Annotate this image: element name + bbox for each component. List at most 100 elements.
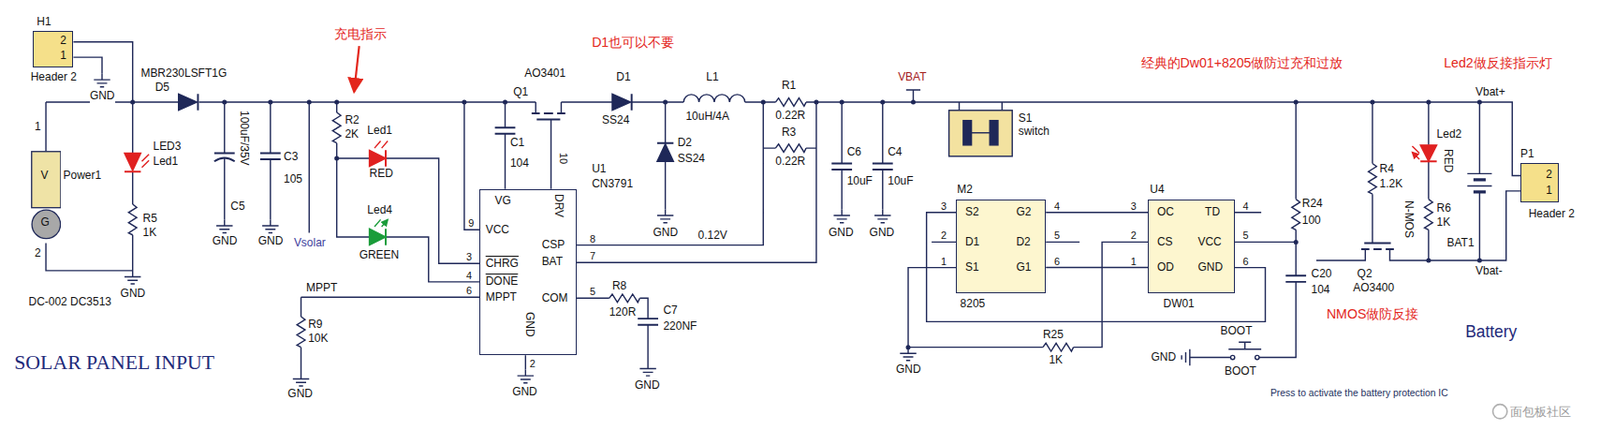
part-label: SS24	[677, 152, 705, 166]
pin-number: 6	[1243, 256, 1249, 267]
switch-symbol	[963, 120, 972, 146]
part-label: GREEN	[359, 249, 400, 263]
junction-dot	[130, 100, 135, 105]
part-label: 0.12V	[698, 229, 728, 243]
note-text: Press to activate the battery protection…	[1270, 387, 1449, 399]
part-label: Vbat+	[1475, 86, 1506, 100]
pin-number: 3	[940, 201, 947, 212]
part-label: N-MOS	[1401, 200, 1415, 238]
watermark-logo	[1493, 404, 1508, 419]
pin-name: 1	[1545, 184, 1553, 198]
part-label: R8	[612, 279, 627, 294]
ic-box: VGVCCCHRGDONEMPPTDRVCSPBATCOMGND	[479, 189, 577, 356]
dc-jack: VG	[30, 150, 62, 243]
part-label: GND	[1150, 351, 1176, 365]
part-label: 104	[510, 157, 529, 171]
pin-name: D1	[965, 235, 980, 250]
part-label: U4	[1149, 183, 1164, 197]
pin-name: GND	[522, 311, 536, 338]
part-label: Header 2	[30, 71, 77, 85]
pin-name: OD	[1157, 261, 1175, 275]
junction-dot	[1425, 100, 1431, 105]
part-label: Power1	[63, 169, 103, 183]
led-symbol	[124, 145, 1438, 171]
button-contact	[1255, 354, 1260, 359]
part-label: R25	[1042, 328, 1064, 342]
part-label: D2	[677, 136, 692, 150]
part-label: 1K	[1048, 353, 1063, 367]
part-label: Q1	[513, 86, 529, 100]
connector-wire	[1045, 266, 1148, 268]
part-label: C3	[283, 150, 298, 164]
ground-symbol	[293, 372, 309, 386]
junction-dot	[1293, 239, 1299, 245]
ground-symbol	[833, 209, 850, 223]
pin-number: 8	[589, 234, 596, 245]
annotation-note: D1也可以不要	[591, 34, 675, 50]
junction-dot	[461, 100, 467, 105]
pin-number: 2	[940, 230, 947, 241]
title-text: SOLAR PANEL INPUT	[14, 351, 215, 375]
pin-number: 5	[1243, 230, 1249, 241]
part-label: H1	[36, 15, 51, 30]
inductor-symbol	[683, 94, 745, 103]
header-box: 21	[32, 30, 74, 68]
part-label: GND	[512, 385, 538, 399]
ground-symbol	[1181, 349, 1190, 366]
connector-wire	[1045, 211, 1148, 213]
junction-dot	[267, 100, 273, 105]
pin-name: MPPT	[485, 291, 517, 305]
battery-symbol	[1473, 179, 1486, 192]
led-symbol	[369, 228, 386, 245]
pin-name: CHRG	[485, 257, 519, 271]
part-label: 1	[34, 120, 42, 134]
pin-name: VG	[495, 194, 512, 208]
pin-number: 2	[529, 358, 536, 369]
button-contact	[1230, 354, 1234, 359]
part-label: BOOT	[1220, 324, 1253, 338]
led-light-arrow	[374, 219, 388, 227]
part-label: Led1	[366, 124, 393, 138]
pin-name: G2	[1015, 205, 1031, 220]
pin-number: 4	[1054, 201, 1060, 212]
ic-box: OCTDCSVCCODGND	[1147, 199, 1235, 294]
part-label: 2K	[344, 128, 359, 142]
junction-dot	[334, 156, 339, 162]
part-label: RED	[1440, 148, 1454, 173]
part-label: R6	[1437, 202, 1452, 216]
annotation-note: NMOS做防反接	[1326, 306, 1419, 322]
junction-dot	[221, 100, 227, 105]
junction-dot	[1293, 100, 1299, 105]
part-label: GND	[653, 226, 679, 240]
ground-symbol	[216, 219, 233, 233]
pin-number: 10	[557, 152, 569, 164]
pin-name: DRV	[551, 193, 565, 218]
pin-name: 2	[1545, 168, 1553, 182]
part-label: 105	[283, 173, 303, 187]
pin-name: 1	[59, 49, 67, 63]
pin-number: 3	[466, 251, 472, 263]
pin-name: GND	[1197, 261, 1223, 275]
watermark: 面包板社区	[1510, 404, 1571, 419]
junction-dot	[307, 100, 312, 105]
part-label: S1	[1018, 112, 1033, 126]
part-label: GND	[828, 226, 854, 240]
part-label: GND	[212, 234, 238, 249]
switch-symbol	[989, 120, 999, 146]
junction-dot	[502, 100, 508, 105]
ground-symbol	[639, 362, 656, 376]
part-label: C4	[887, 146, 902, 160]
callout-arrow	[353, 45, 359, 92]
part-label: DW01	[1163, 297, 1195, 311]
switch-symbol	[949, 110, 1013, 157]
dc-jack-barrel	[31, 210, 61, 240]
annotation-note: 经典的Dw01+8205做防过充和过放	[1141, 55, 1344, 71]
pin-number: 3	[1130, 201, 1137, 212]
part-label: 0.22R	[775, 155, 806, 169]
junction-dot	[813, 100, 819, 105]
pin-name: BAT	[542, 255, 563, 269]
annotation-note: 充电指示	[334, 26, 387, 42]
pin-name: V	[41, 169, 49, 183]
